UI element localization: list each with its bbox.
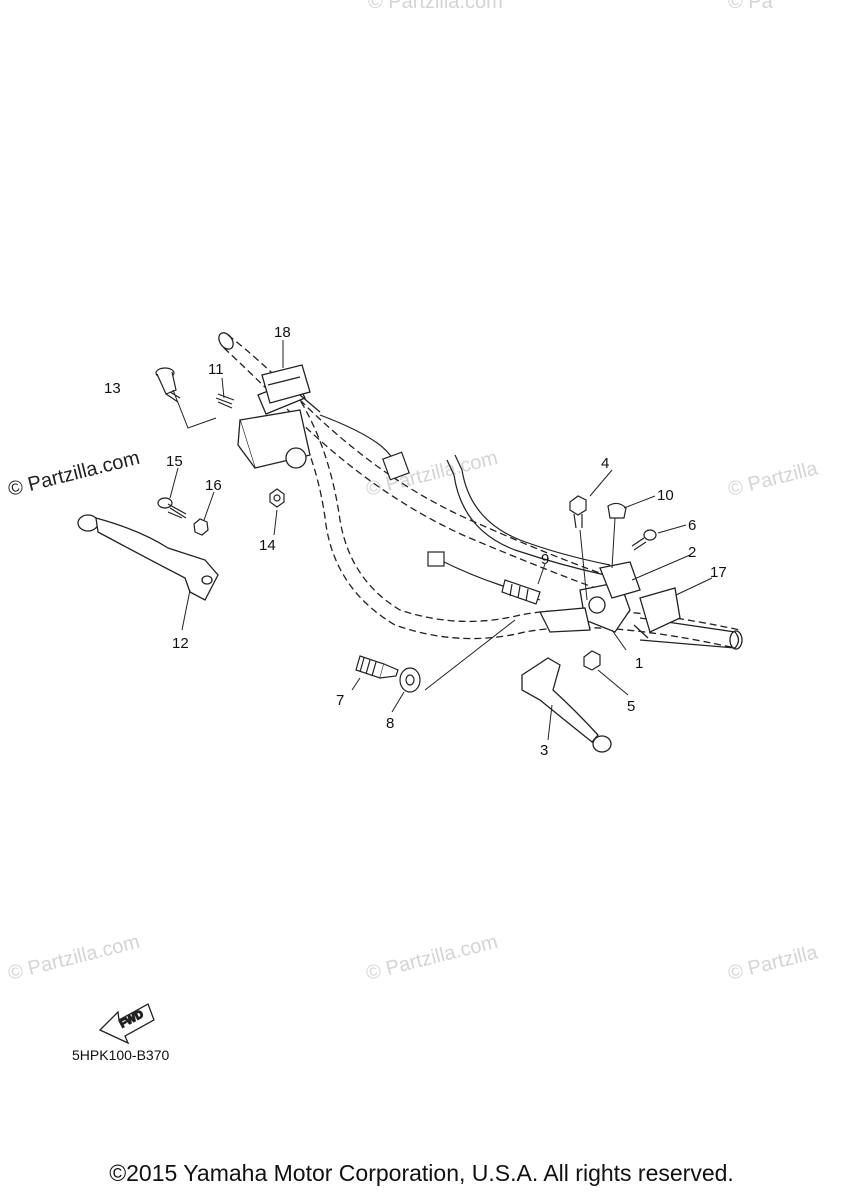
bolt-4	[569, 495, 587, 529]
watermark-mid-center: © Partzilla.com	[364, 447, 500, 501]
callout-18: 18	[274, 324, 291, 341]
watermark-bottom-right: © Partzilla	[726, 941, 821, 985]
clutch-cables	[427, 454, 611, 601]
bolt-15	[157, 497, 187, 519]
watermarks: © Partzilla.com © Pa © Partzilla.com © P…	[6, 0, 821, 985]
callout-12: 12	[172, 635, 189, 652]
callout-13: 13	[104, 380, 121, 397]
callout-labels: 1 2 3 4 5 6 7 8 9 10 11 12 13 14 15 16 1…	[104, 324, 727, 759]
holder-2	[599, 561, 641, 599]
callout-11: 11	[208, 361, 224, 378]
bolt-13	[155, 367, 181, 403]
locknut-8	[399, 667, 421, 693]
callout-16: 16	[205, 477, 222, 494]
watermark-top-center: © Partzilla.com	[368, 0, 503, 13]
callout-6: 6	[688, 517, 696, 534]
nut-16	[193, 518, 209, 536]
nut-5	[583, 650, 601, 671]
watermark-top-right: © Pa	[728, 0, 774, 13]
callout-8: 8	[386, 715, 394, 732]
diagram-code: 5HPK100-B370	[72, 1047, 170, 1063]
callout-7: 7	[336, 692, 344, 709]
callout-9: 9	[541, 551, 549, 568]
callout-5: 5	[627, 698, 635, 715]
copyright-footer: ©2015 Yamaha Motor Corporation, U.S.A. A…	[109, 1160, 734, 1186]
callout-4: 4	[601, 455, 609, 472]
callout-17: 17	[710, 564, 727, 581]
cap-10	[607, 502, 627, 519]
switch-17	[633, 587, 681, 639]
callout-14: 14	[259, 537, 276, 554]
switch-wire	[319, 414, 410, 481]
watermark-bottom-center: © Partzilla.com	[364, 931, 500, 985]
watermark-mid-right: © Partzilla	[726, 457, 821, 501]
callout-10: 10	[657, 487, 674, 504]
cable-adjuster-9	[501, 579, 541, 605]
adjuster-bolt-7	[355, 655, 399, 679]
brake-switch-18	[261, 364, 321, 413]
brake-lever-12	[77, 514, 219, 601]
watermark-left-strong: © Partzilla.com	[6, 447, 142, 501]
clutch-lever-3	[521, 657, 612, 753]
callout-2: 2	[688, 544, 696, 561]
forward-arrow-icon: FWD	[98, 1003, 155, 1045]
handlebar-grip-ends	[218, 332, 743, 650]
leader-lines	[169, 340, 713, 741]
screw-6	[631, 529, 657, 551]
callout-15: 15	[166, 453, 183, 470]
callout-1: 1	[635, 655, 643, 672]
callout-3: 3	[540, 742, 548, 759]
nut-14	[269, 488, 285, 508]
screw-11	[215, 393, 235, 409]
watermark-bottom-left: © Partzilla.com	[6, 931, 142, 985]
